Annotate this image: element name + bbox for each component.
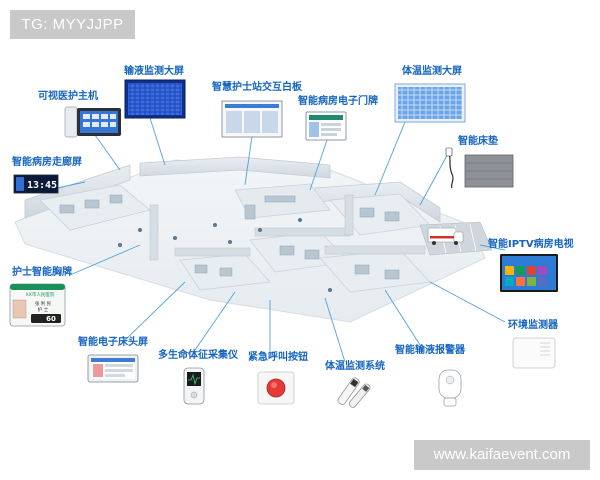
- label-iptv-tv: 智能IPTV病房电视: [488, 239, 574, 250]
- tg-tag: TG: MYYJJPP: [10, 10, 135, 39]
- label-infusion-alarm: 智能输液报警器: [395, 345, 465, 356]
- badge-name-text: 张 利 民: [35, 300, 52, 307]
- floorplan: [14, 156, 493, 323]
- emergency-button-device: [257, 371, 295, 405]
- ward-corridor-screen-device: 13:45: [13, 174, 59, 194]
- env-monitor-device: [512, 337, 556, 369]
- infusion-big-screen-device: [124, 79, 186, 119]
- nurse-station-board-device: [221, 100, 283, 138]
- label-nurse-station-board: 智慧护士站交互白板: [212, 82, 302, 93]
- ambulance: [427, 227, 464, 245]
- temp-system-device: [337, 377, 371, 408]
- bedside-screen-device: [87, 354, 139, 383]
- temp-big-screen-device: [394, 83, 466, 123]
- iptv-tv-device: [500, 254, 558, 292]
- infusion-alarm-device: [438, 369, 462, 407]
- smart-mattress-device: [445, 147, 514, 189]
- badge-number-text: 60: [46, 315, 56, 323]
- label-vital-signs: 多生命体征采集仪: [158, 350, 238, 361]
- nurse-badge-device: XX市人民医院 张 利 民 护 士 60: [9, 283, 66, 327]
- label-infusion-big-screen: 输液监测大屏: [124, 66, 184, 77]
- label-visual-nurse-host: 可视医护主机: [38, 91, 98, 102]
- vital-signs-device: [183, 367, 205, 405]
- label-bedside-screen: 智能电子床头屏: [78, 337, 148, 348]
- label-smart-mattress: 智能床垫: [458, 136, 498, 147]
- site-watermark: www.kaifaevent.com: [414, 440, 590, 470]
- leader-lines: [47, 117, 506, 363]
- visual-nurse-host-device: [64, 106, 121, 138]
- label-temp-system: 体温监测系统: [325, 361, 385, 372]
- label-nurse-badge: 护士智能胸牌: [12, 267, 72, 278]
- corridor-clock-text: 13:45: [27, 180, 57, 191]
- label-emergency-button: 紧急呼叫按钮: [248, 352, 308, 363]
- label-temp-big-screen: 体温监测大屏: [402, 66, 462, 77]
- ward-door-plate-device: [305, 111, 347, 141]
- badge-hospital-text: XX市人民医院: [26, 291, 55, 298]
- badge-role-text: 护 士: [38, 306, 49, 313]
- wall-top: [139, 156, 331, 179]
- label-ward-door-plate: 智能病房电子门牌: [298, 96, 378, 107]
- label-env-monitor: 环境监测器: [508, 320, 558, 331]
- label-ward-corridor-screen: 智能病房走廊屏: [12, 157, 82, 168]
